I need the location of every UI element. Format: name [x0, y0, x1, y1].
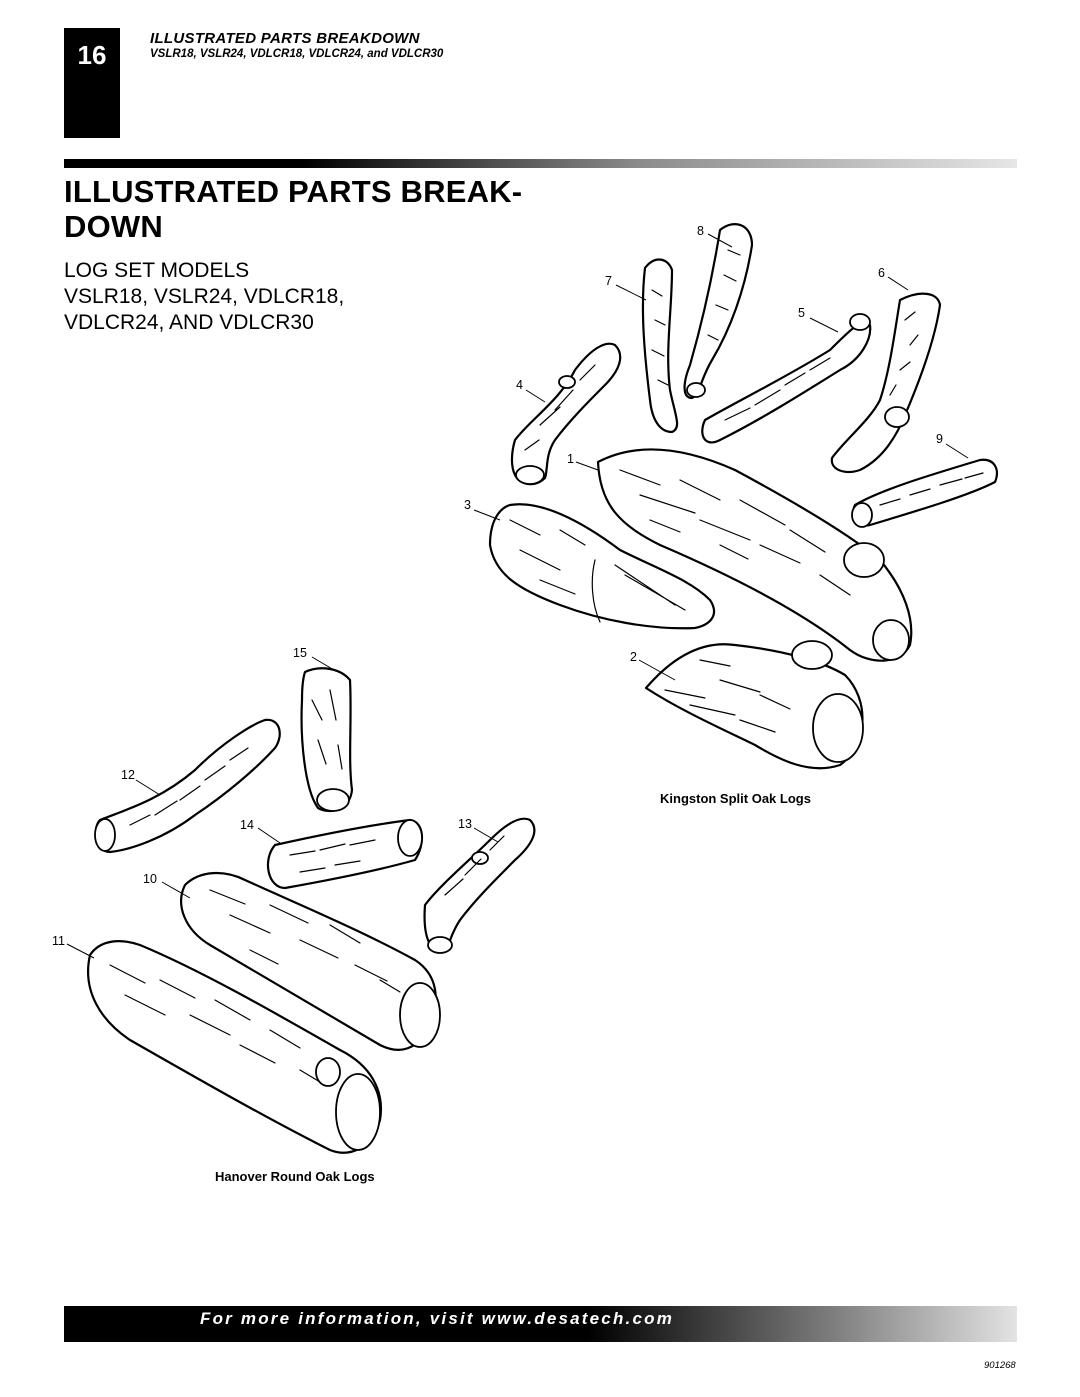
log-6-illustration	[830, 292, 942, 474]
log-10-illustration	[180, 871, 441, 1051]
page-title: ILLUSTRATED PARTS BREAK- DOWN	[64, 174, 523, 244]
subtitle-line-1: LOG SET MODELS	[64, 259, 250, 282]
log-1-illustration	[596, 448, 913, 662]
callout-13: 13	[458, 817, 472, 831]
callout-5: 5	[798, 306, 805, 320]
callout-9: 9	[936, 432, 943, 446]
page-number: 16	[77, 40, 107, 70]
log-14-illustration	[266, 818, 423, 890]
header-rule	[64, 159, 1017, 168]
callout-2: 2	[630, 650, 637, 664]
callout-1: 1	[567, 452, 574, 466]
callout-8: 8	[697, 224, 704, 238]
log-8-illustration	[683, 223, 754, 400]
footer-bar	[64, 1306, 1017, 1342]
caption-hanover: Hanover Round Oak Logs	[215, 1169, 375, 1184]
document-number: 901268	[984, 1360, 1016, 1371]
log-4-illustration	[510, 342, 622, 486]
log-9-illustration	[851, 458, 998, 528]
log-12-illustration	[94, 718, 281, 854]
callout-3: 3	[464, 498, 471, 512]
log-11-illustration	[87, 940, 383, 1154]
callout-4: 4	[516, 378, 523, 392]
running-header-title: ILLUSTRATED PARTS BREAKDOWN	[150, 30, 420, 47]
callout-10: 10	[143, 872, 157, 886]
callout-15: 15	[293, 646, 307, 660]
caption-kingston: Kingston Split Oak Logs	[660, 791, 811, 806]
page-subtitle: LOG SET MODELS VSLR18, VSLR24, VDLCR18, …	[64, 258, 484, 336]
log-7-illustration	[641, 258, 679, 434]
callout-11: 11	[52, 934, 65, 948]
callout-12: 12	[121, 768, 135, 782]
log-13-illustration	[423, 817, 536, 954]
log-15-illustration	[300, 667, 354, 813]
running-header-models: VSLR18, VSLR24, VDLCR18, VDLCR24, and VD…	[150, 48, 444, 60]
log-3-illustration	[488, 503, 716, 630]
callout-14: 14	[240, 818, 254, 832]
callout-6: 6	[878, 266, 885, 280]
callout-7: 7	[605, 274, 612, 288]
page-number-tab: 16	[64, 28, 120, 138]
footer-website-link[interactable]: For more information, visit www.desatech…	[200, 1309, 675, 1328]
subtitle-line-2: VSLR18, VSLR24, VDLCR18,	[64, 285, 345, 308]
leader-lines	[66, 233, 969, 959]
subtitle-line-3: VDLCR24, AND VDLCR30	[64, 311, 314, 334]
log-2-illustration	[644, 640, 864, 770]
log-5-illustration	[701, 313, 872, 444]
